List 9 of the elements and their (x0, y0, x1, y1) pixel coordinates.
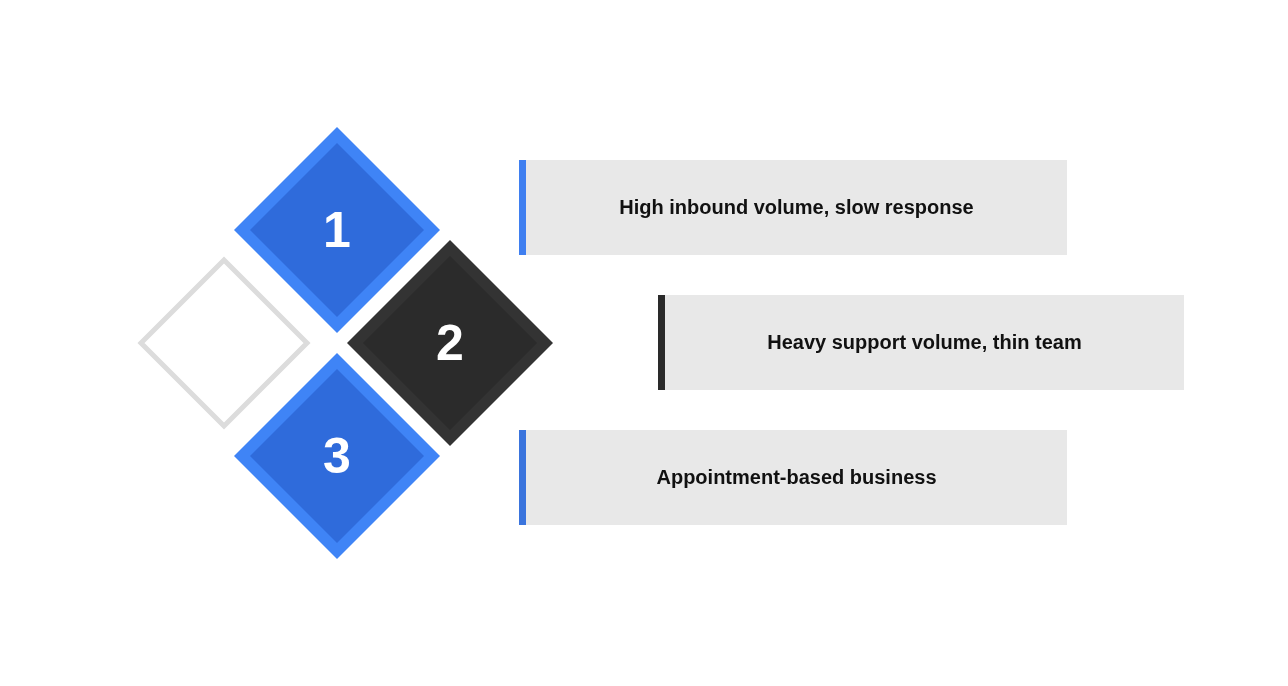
step-number: 2 (435, 318, 465, 368)
bar-label: Appointment-based business (656, 466, 937, 489)
step-number: 1 (322, 205, 352, 255)
text-bar (519, 430, 1067, 525)
bar-label: Heavy support volume, thin team (767, 331, 1082, 354)
text-bar (519, 160, 1067, 255)
step-number: 3 (322, 431, 352, 481)
text-bar (658, 295, 1184, 390)
bar-label: High inbound volume, slow response (619, 196, 974, 219)
